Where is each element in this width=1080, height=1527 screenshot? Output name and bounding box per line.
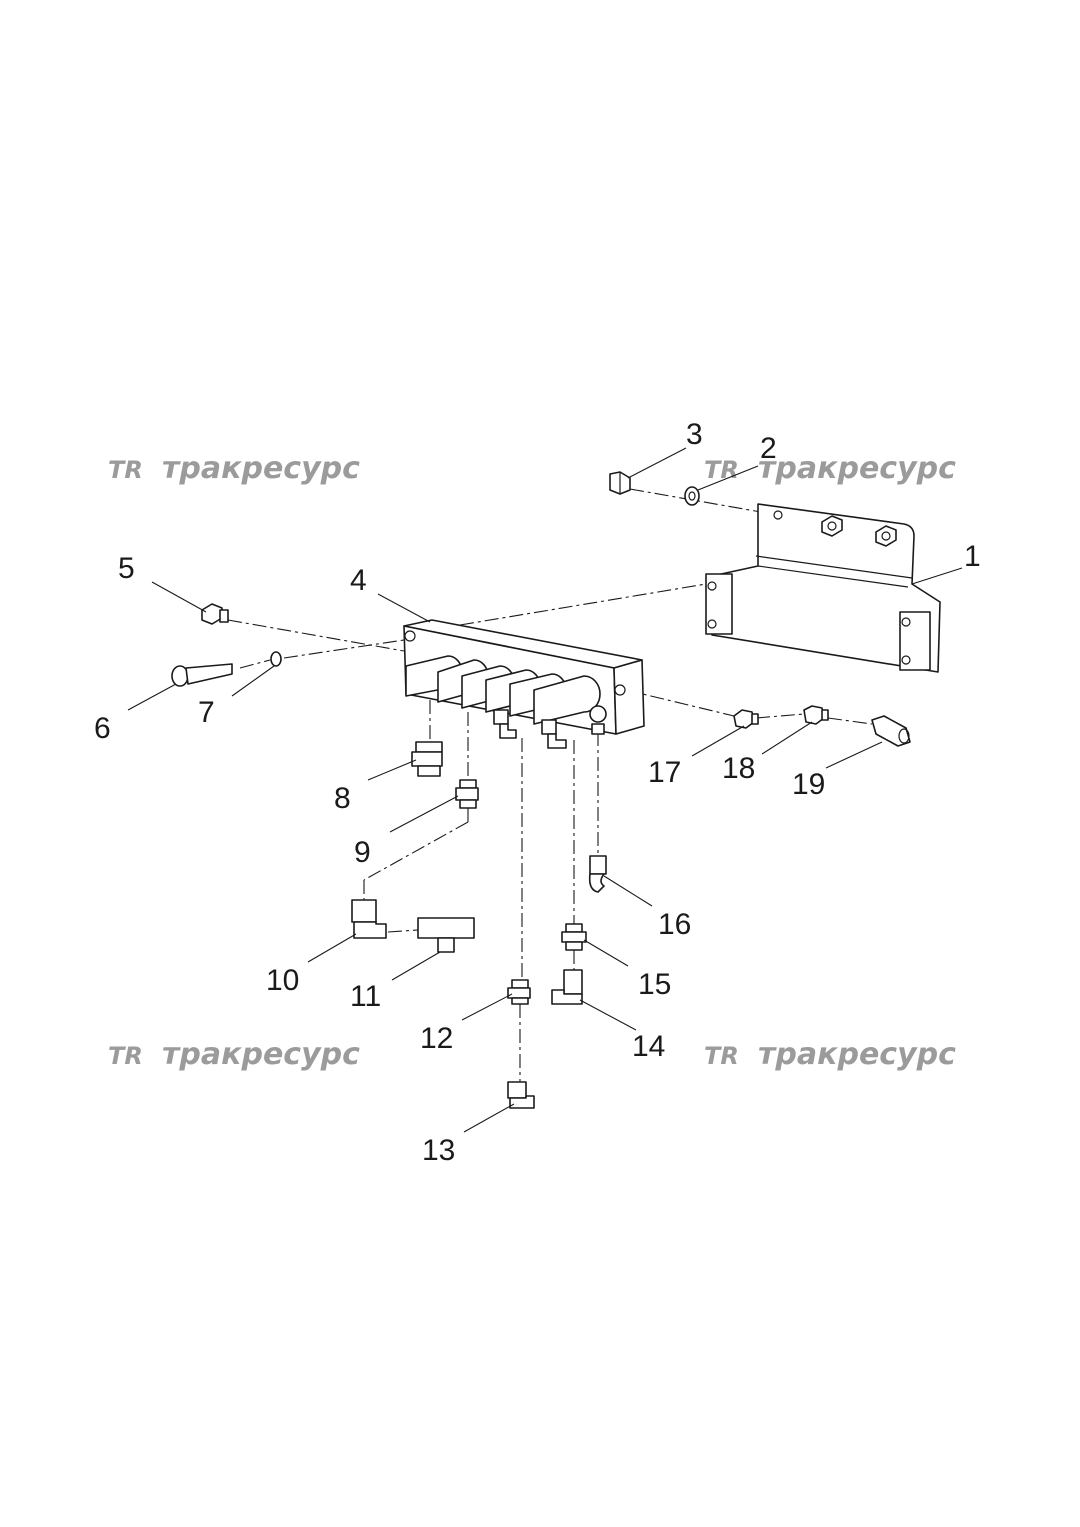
part-3-bolt [609,471,631,495]
watermark-top-right: TR тракресурс [704,451,956,486]
part-13-elbow [507,1081,535,1109]
callout-18: 18 [722,752,755,785]
callout-6: 6 [94,712,111,745]
callout-7: 7 [198,696,215,729]
callout-14: 14 [632,1030,665,1063]
callout-16: 16 [658,908,691,941]
callout-1: 1 [964,540,981,573]
part-6-long-bolt [171,663,233,687]
svg-text:TR: TR [108,456,143,484]
part-11-tee [417,917,475,953]
part-9-adapter [455,779,479,809]
spool-caps [405,655,601,725]
part-2-washer [684,486,700,506]
svg-text:TR: TR [704,1042,739,1070]
callout-2: 2 [760,432,777,465]
svg-text:тракресурс: тракресурс [758,1037,956,1072]
callout-12: 12 [420,1022,453,1055]
callout-labels: 1 2 3 4 5 6 7 8 9 10 11 12 13 14 15 16 1… [94,418,981,1167]
callout-9: 9 [354,836,371,869]
svg-text:TR: TR [704,456,739,484]
callout-3: 3 [686,418,703,451]
watermark-top-left: TR тракресурс [108,451,360,486]
callout-10: 10 [266,964,299,997]
part-14-elbow [551,969,583,1005]
part-19-swivel [871,715,911,747]
part-4-valve-block [403,619,645,749]
svg-text:тракресурс: тракресурс [162,1037,360,1072]
callout-8: 8 [334,782,351,815]
callout-13: 13 [422,1134,455,1167]
part-10-elbow [351,899,387,939]
part-1-bracket [705,503,941,673]
part-12-adapter [507,979,531,1005]
part-5-plug [201,603,229,625]
part-17-plug [733,709,759,729]
svg-text:тракресурс: тракресурс [758,451,956,486]
svg-text:тракресурс: тракресурс [162,451,360,486]
part-18-adapter [803,705,829,725]
callout-4: 4 [350,564,367,597]
watermark-bottom-left: TR тракресурс [108,1037,360,1072]
port-fittings [493,705,607,749]
leader-lines [127,447,963,1133]
callout-17: 17 [648,756,681,789]
callout-11: 11 [350,980,381,1013]
part-7-washer [270,651,282,667]
part-15-adapter [561,923,587,951]
callout-5: 5 [118,552,135,585]
part-8-adapter [411,741,443,777]
callout-19: 19 [792,768,825,801]
callout-15: 15 [638,968,671,1001]
svg-text:TR: TR [108,1042,143,1070]
assembly-lines [227,488,873,1082]
watermark-bottom-right: TR тракресурс [704,1037,956,1072]
part-16-elbow [588,855,607,893]
